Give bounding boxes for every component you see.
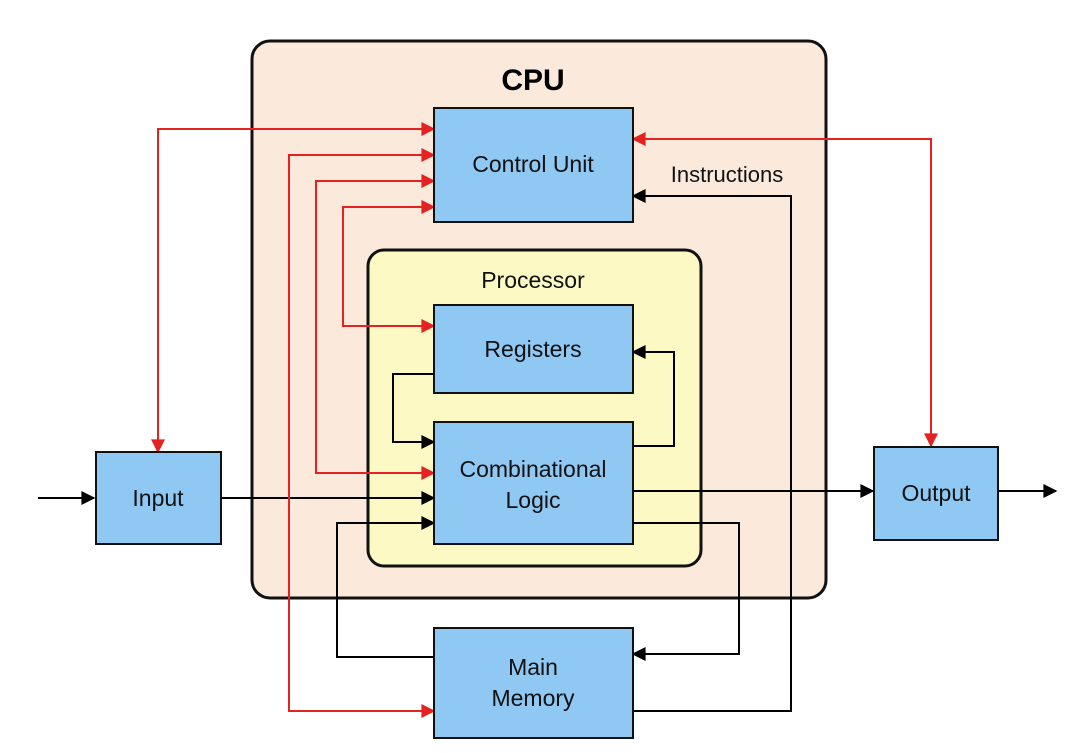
control-input-arrow xyxy=(151,122,436,454)
input-label: Input xyxy=(132,485,184,511)
control-output-arrow xyxy=(631,132,938,448)
main-memory-label-line2: Memory xyxy=(491,685,575,711)
processor-label: Processor xyxy=(481,267,585,293)
output-label: Output xyxy=(901,480,971,506)
combinational-logic-label-line1: Combinational xyxy=(459,456,606,482)
logic-to-memory-arrow xyxy=(631,522,740,661)
cpu-label: CPU xyxy=(501,64,564,97)
combinational-logic-label-line2: Logic xyxy=(506,487,561,513)
control-unit-block: Control Unit xyxy=(433,107,634,223)
registers-label: Registers xyxy=(484,336,581,362)
input-block: Input xyxy=(95,451,222,545)
memory-to-logic-arrow xyxy=(336,516,436,658)
combinational-logic-block: Combinational Logic xyxy=(433,421,634,545)
main-memory-block: Main Memory xyxy=(433,627,634,739)
control-logic-arrow xyxy=(315,174,436,480)
control-registers-arrow xyxy=(342,200,436,333)
main-memory-label-line1: Main xyxy=(508,654,558,680)
instructions-label: Instructions xyxy=(671,162,784,187)
control-paths xyxy=(151,122,938,718)
registers-block: Registers xyxy=(433,304,634,394)
control-unit-label: Control Unit xyxy=(472,151,594,177)
control-memory-arrow xyxy=(288,148,436,718)
output-block: Output xyxy=(873,446,999,541)
